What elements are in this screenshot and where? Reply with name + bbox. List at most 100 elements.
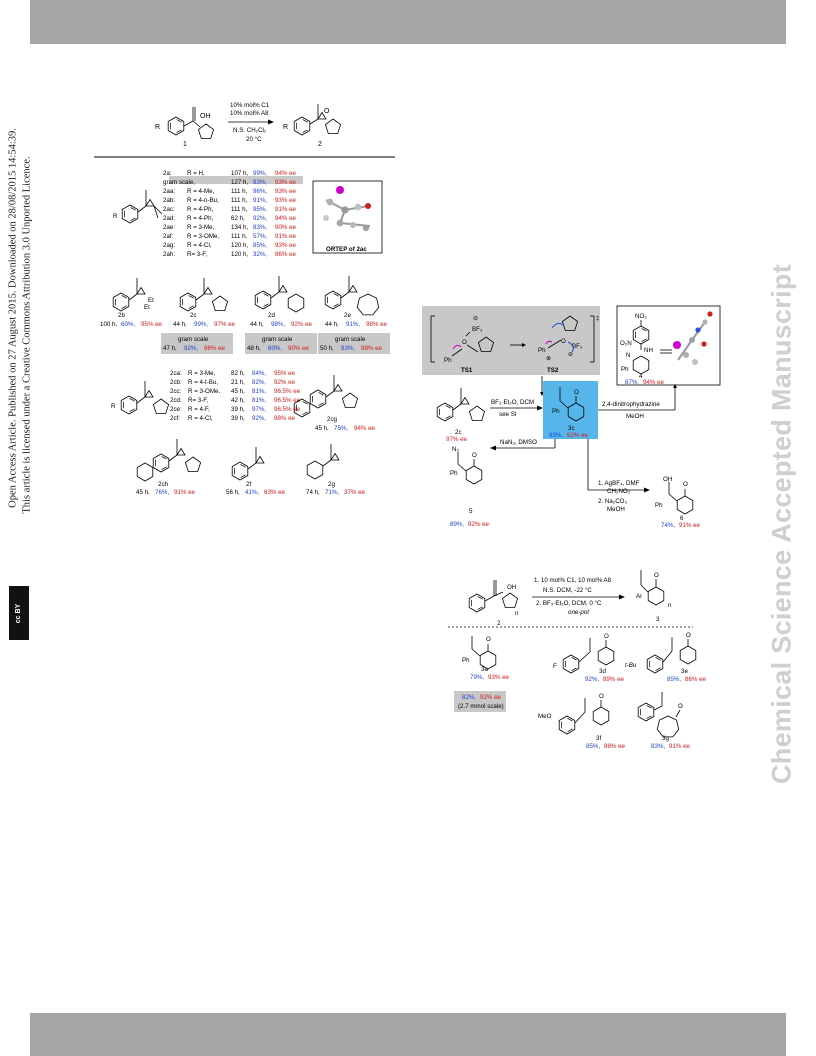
t1-row-yield: 85%, [253, 242, 267, 249]
p3-id: 3e [681, 668, 688, 675]
naphthyl-2cg [293, 375, 359, 418]
h-n: N [626, 352, 630, 359]
cc-by-badge[interactable]: cc BY [9, 586, 29, 640]
row3-time: 74 h, [306, 489, 320, 496]
table2-structure: R [111, 381, 170, 415]
row1-yield: 99%, [194, 321, 208, 328]
row1-id: 2e [344, 312, 351, 319]
t2-row-label: 2cd: [170, 397, 182, 404]
row1-ee: 98% ee [366, 321, 388, 328]
t1-row-label: gram scale, [163, 179, 195, 186]
3e-o: O [686, 632, 691, 639]
t1-row-ee: 90% ee [275, 224, 297, 231]
row3-yield: 71%, [325, 489, 339, 496]
h-label: 4 [639, 373, 643, 380]
row1-id: 2c [190, 312, 197, 319]
t1-row-time: 127 h, [231, 179, 248, 186]
t2-row-yield: 82%, [252, 379, 266, 386]
row3-ee: 63% ee [264, 489, 286, 496]
gram-scale-box [161, 333, 233, 354]
ortep-caption: ORTEP of 2ac [326, 246, 367, 253]
hydrazone-xray [673, 311, 713, 365]
3d-f: F [553, 663, 557, 670]
t2-row-ee: 96.5% ee [274, 406, 301, 413]
t2-row-yield: 97%, [252, 406, 266, 413]
row1-id: 2b [118, 312, 125, 319]
row1-time: 44 h, [325, 321, 339, 328]
t1-row-label: 2a: [163, 170, 172, 177]
t1-row-ee: 93% ee [275, 197, 297, 204]
ts1-bf3: BF₃ [472, 326, 483, 333]
t1-row-label: 2ah: [163, 251, 175, 258]
s1-cond-3: N.S. CH₂Cl₂ [233, 127, 267, 134]
s1-cond-4: 20 °C [246, 136, 262, 143]
3c-ee: 92% ee [567, 432, 589, 439]
header-band [30, 0, 786, 44]
t1-row-ee: 86% ee [275, 251, 297, 258]
product-3c-highlight [543, 381, 598, 439]
3c-yield: 93%, [549, 432, 563, 439]
row1-time: 44 h, [250, 321, 264, 328]
t2-row-r: R = 4-t-Bu, [188, 379, 218, 386]
cg-time: 45 h, [315, 425, 329, 432]
gram-scale-highlight [169, 176, 303, 184]
t2-row-label: 2cf: [170, 415, 180, 422]
row3-yield: 41%, [245, 489, 259, 496]
row3-yield: 76%, [155, 489, 169, 496]
bf3-cond-bot: see SI [499, 411, 517, 418]
compound-5 [457, 452, 483, 485]
t2-row-ee: 96.5% ee [274, 397, 301, 404]
h-yield: 87%, [625, 379, 639, 386]
scale-ee: 92% ee [480, 694, 502, 701]
row1-yield: 60%, [121, 321, 135, 328]
t2-row-r: R= 3-F, [188, 397, 208, 404]
t1-row-yield: 57%, [253, 233, 267, 240]
hydrazone-structure [632, 320, 650, 375]
ox-cond-3: 2. Na₂CO₃ [598, 498, 627, 505]
t1-row-r: R = 4-Ph, [187, 215, 214, 222]
t2-row-yield: 92%, [252, 415, 266, 422]
p3-id: 3f [596, 735, 601, 742]
gram-scale-ee: 90% ee [288, 345, 310, 352]
3e-tbu: t-Bu [625, 662, 637, 669]
t1-row-label: 2af: [163, 233, 174, 240]
t2-row-label: 2cb: [170, 379, 182, 386]
p3-yield: 83%, [651, 743, 665, 750]
ts2-o: O [561, 338, 566, 345]
t1-row-yield: 83%, [253, 224, 267, 231]
t1-row-r: R = 4-Me, [187, 188, 215, 195]
p3-ee: 91% ee [669, 743, 691, 750]
t1-row-label: 2ag: [163, 242, 175, 249]
p3-yield: 85%, [586, 743, 600, 750]
t1-row-yield: 99%, [253, 170, 267, 177]
row3-time: 56 h, [226, 489, 240, 496]
scale-yield: 82%, [462, 694, 476, 701]
compound-2-label: 2 [318, 141, 322, 148]
ortep-box [312, 180, 383, 254]
t2-row-ee: 96.5% ee [274, 388, 301, 395]
t1-row-yield: 96%, [253, 188, 267, 195]
2c-label: 2c [455, 429, 462, 436]
s3-prod-n: n [668, 602, 672, 609]
hydrazine-cond-bot: MeOH [626, 413, 644, 420]
t1-row-time: 107 h, [231, 170, 248, 177]
3c-o: O [574, 389, 579, 396]
t2-row-label: 2cc: [170, 388, 182, 395]
t1-row-time: 120 h, [231, 242, 248, 249]
s3-sm-oh: OH [507, 584, 516, 591]
hydrazine-cond-top: 2,4-dinitrophydrazine [602, 401, 660, 408]
3a-o: O [486, 636, 491, 643]
t2-row-r: R = 4-Cl, [188, 415, 213, 422]
s3-cond-2: N.S. DCM, -22 °C [543, 587, 592, 594]
p3-ee: 88% ee [604, 743, 626, 750]
h-ee: 94% ee [643, 379, 665, 386]
t1-row-yield: 32%, [253, 251, 267, 258]
s3-sm-n: n [515, 610, 519, 617]
t1-row-r: R = 4-n-Bu, [187, 197, 219, 204]
ts1-minus: ⊖ [473, 315, 478, 322]
row3-id: 2f [246, 481, 251, 488]
